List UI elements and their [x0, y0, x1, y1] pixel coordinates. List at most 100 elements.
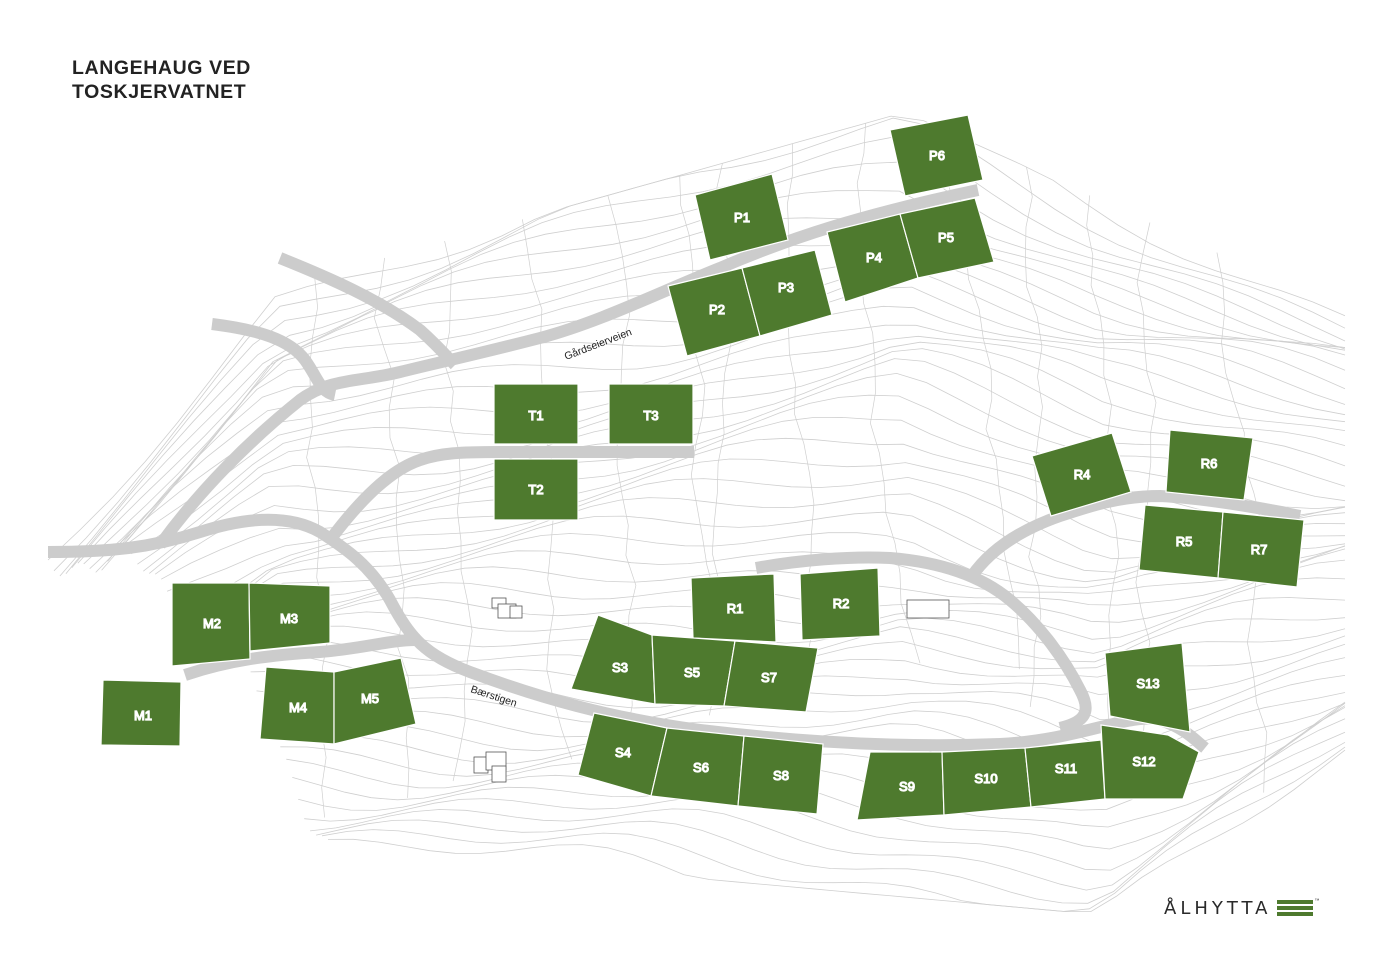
map-title: LANGEHAUG VED TOSKJERVATNET [72, 56, 251, 104]
contour-line [316, 741, 1346, 904]
plot-s6[interactable]: S6 [650, 727, 745, 807]
contour-line [125, 335, 1346, 546]
contour-line [220, 577, 1346, 657]
road-t-branch [325, 446, 694, 544]
stream-line [1025, 166, 1043, 707]
plot-r2[interactable]: R2 [799, 567, 881, 641]
plot-s12[interactable]: S12 [1100, 724, 1200, 800]
plot-t2[interactable]: T2 [493, 458, 579, 521]
road-r-loop [754, 551, 1092, 734]
plot-r1[interactable]: R1 [690, 573, 777, 643]
logo-stripes-icon [1277, 900, 1314, 916]
plot-p4[interactable]: P4 [826, 213, 919, 303]
svg-text:P2: P2 [709, 302, 725, 317]
plot-r4[interactable]: R4 [1031, 432, 1132, 517]
svg-text:R2: R2 [833, 596, 850, 611]
road-network [47, 184, 1302, 753]
contour-line [113, 305, 1346, 551]
svg-text:T1: T1 [528, 408, 543, 423]
plot-s7[interactable]: S7 [723, 640, 819, 713]
existing-buildings [473, 597, 950, 783]
svg-text:S9: S9 [899, 779, 915, 794]
svg-text:P4: P4 [866, 250, 882, 265]
contour-line [149, 372, 1346, 574]
plot-p1[interactable]: P1 [694, 173, 789, 261]
contour-line [53, 117, 1346, 572]
contour-line [321, 746, 1346, 912]
svg-text:P5: P5 [938, 230, 954, 245]
svg-text:R1: R1 [727, 601, 744, 616]
svg-text:R4: R4 [1074, 467, 1091, 482]
plot-s9[interactable]: S9 [856, 751, 945, 821]
road-north-spur [277, 252, 460, 370]
svg-text:S12: S12 [1132, 754, 1155, 769]
plot-r5[interactable]: R5 [1138, 504, 1224, 579]
plot-s4[interactable]: S4 [577, 712, 668, 797]
svg-text:R6: R6 [1201, 456, 1218, 471]
contour-line [47, 115, 1346, 561]
plot-r7[interactable]: R7 [1217, 511, 1305, 588]
plot-m5[interactable]: M5 [333, 657, 417, 745]
contour-line [226, 597, 1346, 661]
plot-t1[interactable]: T1 [493, 383, 579, 445]
svg-text:S4: S4 [615, 745, 631, 760]
alhytta-logo: ÅLHYTTA ™ [1164, 896, 1319, 920]
svg-text:P1: P1 [734, 210, 750, 225]
svg-text:S3: S3 [612, 660, 628, 675]
existing-cabin-1 [491, 597, 523, 619]
contour-line [327, 749, 1346, 912]
plot-t3[interactable]: T3 [608, 383, 694, 445]
map-title-line-2: TOSKJERVATNET [72, 81, 247, 103]
plot-m2[interactable]: M2 [171, 582, 251, 667]
svg-text:S10: S10 [974, 771, 997, 786]
contour-line [208, 548, 1346, 638]
plot-m3[interactable]: M3 [248, 582, 331, 652]
plot-s3[interactable]: S3 [570, 614, 656, 705]
contour-line [59, 136, 1346, 577]
svg-text:S5: S5 [684, 665, 700, 680]
contour-line [298, 706, 1346, 850]
svg-text:R7: R7 [1251, 542, 1268, 557]
plot-s5[interactable]: S5 [651, 634, 736, 707]
plot-m1[interactable]: M1 [100, 679, 182, 747]
svg-text:T2: T2 [528, 482, 543, 497]
plot-p3[interactable]: P3 [741, 249, 833, 337]
plot-p5[interactable]: P5 [899, 197, 995, 279]
road-main-west [47, 513, 1209, 753]
existing-cabin-2 [906, 599, 950, 619]
road-m-branch [183, 634, 416, 681]
svg-text:M2: M2 [203, 616, 221, 631]
svg-text:S8: S8 [773, 768, 789, 783]
plot-s13[interactable]: S13 [1104, 642, 1191, 733]
svg-text:M1: M1 [134, 708, 152, 723]
contour-line [304, 718, 1346, 871]
contour-line [196, 532, 1346, 633]
plot-p6[interactable]: P6 [889, 114, 984, 197]
contour-line [310, 731, 1346, 891]
contour-line [214, 559, 1346, 647]
contour-line [137, 348, 1346, 565]
svg-text:P3: P3 [778, 280, 794, 295]
contour-line [119, 324, 1346, 544]
plot-p2[interactable]: P2 [667, 267, 761, 357]
svg-text:M3: M3 [280, 611, 298, 626]
map-title-line-1: LANGEHAUG VED [72, 57, 251, 79]
plot-r6[interactable]: R6 [1165, 429, 1254, 501]
svg-text:R5: R5 [1176, 534, 1193, 549]
plot-s11[interactable]: S11 [1024, 739, 1106, 808]
existing-cabin-3 [473, 751, 507, 783]
contour-line [143, 358, 1346, 572]
plot-m4[interactable]: M4 [259, 666, 335, 745]
plot-s10[interactable]: S10 [941, 747, 1032, 816]
contour-line [202, 545, 1346, 632]
plots: P1 P6 P2 P3 P4 P5 T1 T3 T2 R4 R6 R5 R7 R… [100, 114, 1305, 821]
contour-line [131, 341, 1346, 555]
svg-text:S11: S11 [1055, 761, 1077, 776]
plot-s8[interactable]: S8 [737, 735, 824, 815]
stream-line [443, 241, 473, 782]
svg-text:P6: P6 [929, 148, 945, 163]
svg-text:T3: T3 [643, 408, 658, 423]
logo-text: ÅLHYTTA [1164, 897, 1272, 919]
svg-text:S7: S7 [761, 670, 777, 685]
svg-text:M4: M4 [289, 700, 307, 715]
